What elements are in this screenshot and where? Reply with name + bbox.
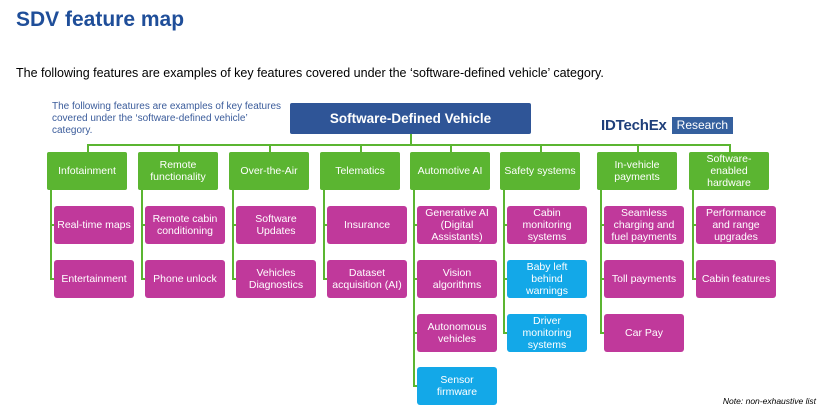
connector-line (178, 144, 180, 153)
category-node: In-vehicle payments (597, 152, 677, 190)
connector-line (413, 224, 420, 226)
connector-line (141, 190, 143, 279)
connector-line (503, 278, 510, 280)
feature-node: Seamless charging and fuel payments (604, 206, 684, 244)
connector-line (232, 224, 239, 226)
feature-node: Phone unlock (145, 260, 225, 298)
connector-line (503, 332, 510, 334)
connector-line (269, 144, 271, 153)
feature-node: Sensor firmware (417, 367, 497, 405)
feature-node: Remote cabin conditioning (145, 206, 225, 244)
feature-node: Vision algorithms (417, 260, 497, 298)
connector-line (600, 224, 607, 226)
connector-line (413, 190, 415, 386)
connector-line (503, 224, 510, 226)
connector-line (413, 278, 420, 280)
page-title: SDV feature map (16, 8, 185, 31)
category-node: Software-enabled hardware (689, 152, 769, 190)
logo-research-badge: Research (671, 116, 734, 134)
connector-line (692, 278, 699, 280)
connector-line (50, 278, 57, 280)
feature-node: Software Updates (236, 206, 316, 244)
connector-line (600, 190, 602, 333)
idtechex-logo: IDTechEx Research (601, 115, 734, 135)
feature-node: Cabin monitoring systems (507, 206, 587, 244)
connector-line (323, 278, 330, 280)
connector-line (692, 224, 699, 226)
category-node: Automotive AI (410, 152, 490, 190)
connector-line (87, 144, 89, 153)
category-node: Over-the-Air (229, 152, 309, 190)
connector-line (413, 385, 420, 387)
connector-line (413, 332, 420, 334)
category-node: Remote functionality (138, 152, 218, 190)
connector-line (637, 144, 639, 153)
connector-line (87, 144, 731, 146)
connector-line (540, 144, 542, 153)
feature-node: Cabin features (696, 260, 776, 298)
feature-node: Insurance (327, 206, 407, 244)
category-node: Telematics (320, 152, 400, 190)
inset-note: The following features are examples of k… (52, 101, 282, 136)
subtitle: The following features are examples of k… (16, 66, 604, 80)
connector-line (232, 278, 239, 280)
feature-node: Driver monitoring systems (507, 314, 587, 352)
footnote: Note: non-exhaustive list (722, 396, 816, 406)
feature-node: Car Pay (604, 314, 684, 352)
feature-node: Entertainment (54, 260, 134, 298)
root-node: Software-Defined Vehicle (290, 103, 531, 134)
feature-node: Vehicles Diagnostics (236, 260, 316, 298)
connector-line (141, 278, 148, 280)
connector-line (323, 190, 325, 279)
feature-node: Toll payments (604, 260, 684, 298)
connector-line (600, 332, 607, 334)
feature-node: Generative AI (Digital Assistants) (417, 206, 497, 244)
feature-node: Real-time maps (54, 206, 134, 244)
feature-node: Performance and range upgrades (696, 206, 776, 244)
logo-main-text: IDTechEx (601, 116, 667, 134)
category-node: Infotainment (47, 152, 127, 190)
connector-line (50, 224, 57, 226)
connector-line (360, 144, 362, 153)
connector-line (141, 224, 148, 226)
connector-line (503, 190, 505, 333)
category-node: Safety systems (500, 152, 580, 190)
connector-line (692, 190, 694, 279)
connector-line (410, 134, 412, 145)
connector-line (50, 190, 52, 279)
connector-line (600, 278, 607, 280)
connector-line (323, 224, 330, 226)
connector-line (450, 144, 452, 153)
connector-line (232, 190, 234, 279)
connector-line (729, 144, 731, 153)
feature-node: Dataset acquisition (AI) (327, 260, 407, 298)
feature-node: Autonomous vehicles (417, 314, 497, 352)
feature-node: Baby left behind warnings (507, 260, 587, 298)
